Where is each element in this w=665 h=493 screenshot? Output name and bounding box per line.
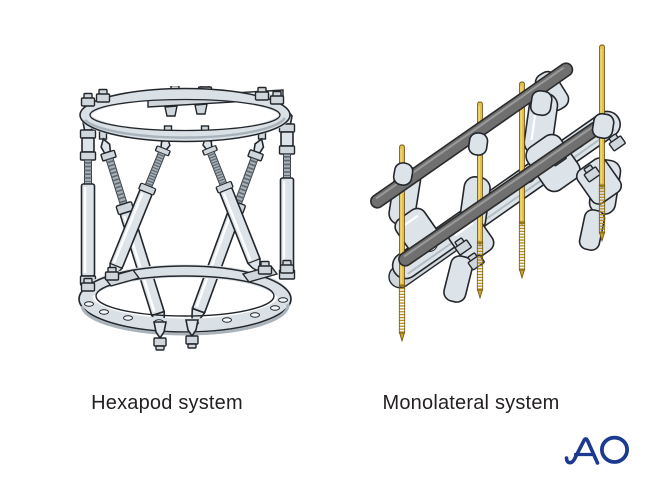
hexapod-struts [81,110,295,330]
monolateral-pin-grips [392,89,615,186]
hexapod-under-ring-joints [153,319,199,351]
hexapod-bottom-ring [78,259,295,336]
monolateral-caption: Monolateral system [382,392,560,414]
hexapod-figure [55,86,307,351]
ao-logo [564,435,630,465]
hexapod-top-ring [79,86,291,143]
hexapod-caption: Hexapod system [91,392,243,414]
monolateral-figure [370,35,627,385]
